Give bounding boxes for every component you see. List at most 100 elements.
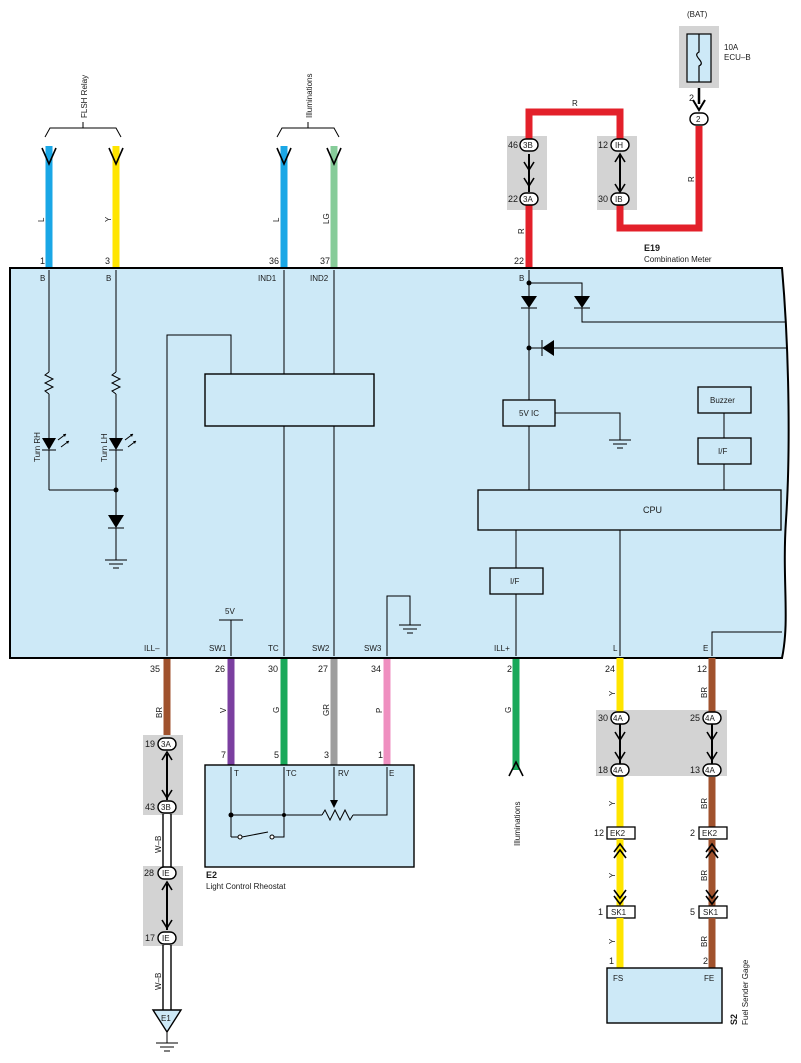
wire-color-code: BR bbox=[700, 687, 709, 698]
pin-number: 35 bbox=[150, 664, 160, 674]
wire-color-code: GR bbox=[322, 704, 331, 716]
wb-wire-1 bbox=[162, 814, 172, 867]
connector-label: EK2 bbox=[610, 829, 626, 838]
fuel-sender-gage: 1 2 FS FE S2 Fuel Sender Gage bbox=[606, 956, 750, 1025]
terminal-label: SW2 bbox=[312, 644, 330, 653]
battery-fuse: (BAT) 10A ECU–B 2 2 bbox=[679, 10, 751, 126]
pin-number: 24 bbox=[605, 664, 615, 674]
pin-number: 19 bbox=[145, 739, 155, 749]
wire-color-code: Y bbox=[608, 872, 617, 878]
if-bottom-label: I/F bbox=[510, 577, 519, 586]
connector-label: IE bbox=[162, 869, 170, 878]
bottom-wires: Illuminations bbox=[163, 658, 524, 846]
pin-number: 13 bbox=[690, 765, 700, 775]
pin-number: 27 bbox=[318, 664, 328, 674]
connector-label: 3B bbox=[523, 141, 533, 150]
light-control-rheostat: 7 5 3 1 T TC RV E E2 Light Control Rheos… bbox=[204, 750, 415, 891]
right-sender-chain: 4A 30 4A 18 4A 25 4A 13 Y BR EK2 12 EK2 … bbox=[594, 658, 728, 968]
pin-number: 22 bbox=[508, 194, 518, 204]
pin-number: 34 bbox=[371, 664, 381, 674]
terminal-label: E bbox=[389, 769, 394, 778]
terminal-label: RV bbox=[338, 769, 350, 778]
terminal-label: ILL– bbox=[144, 644, 160, 653]
battery-label: (BAT) bbox=[687, 10, 708, 19]
pin-number: 2 bbox=[507, 664, 512, 674]
wire-color-code: Y bbox=[608, 690, 617, 696]
pin-number: 2 bbox=[689, 93, 694, 103]
ground-icon bbox=[609, 439, 631, 449]
cpu-label: CPU bbox=[643, 505, 662, 515]
terminal-label: B bbox=[519, 274, 524, 283]
wire-top-2: Y 3 bbox=[104, 146, 124, 268]
connector-label: EK2 bbox=[702, 829, 718, 838]
meter-name: Combination Meter bbox=[644, 255, 712, 264]
pin-number: 1 bbox=[40, 256, 45, 266]
wire-color-code: BR bbox=[700, 870, 709, 881]
connector-label: 2 bbox=[696, 115, 701, 124]
terminal-label: E bbox=[703, 644, 708, 653]
resistor-icon bbox=[321, 808, 354, 822]
pin-number: 18 bbox=[598, 765, 608, 775]
wire-color-code: W–B bbox=[154, 973, 163, 990]
rheostat-name: Light Control Rheostat bbox=[206, 882, 286, 891]
terminal-label: TC bbox=[286, 769, 297, 778]
if-top-label: I/F bbox=[718, 447, 727, 456]
pin-number: 22 bbox=[514, 256, 524, 266]
wire-color-code: L bbox=[272, 217, 281, 222]
diode-icon bbox=[521, 296, 537, 308]
diode-icon bbox=[542, 340, 554, 356]
illuminations-bottom-label: Illuminations bbox=[513, 802, 522, 846]
ground-icon bbox=[156, 1042, 178, 1052]
pin-number: 12 bbox=[697, 664, 707, 674]
pin-number: 36 bbox=[269, 256, 279, 266]
pin-number: 7 bbox=[221, 750, 226, 760]
diode-icon bbox=[574, 296, 590, 308]
pin-number: 37 bbox=[320, 256, 330, 266]
pin-number: 25 bbox=[690, 713, 700, 723]
connector-label: 4A bbox=[613, 766, 623, 775]
wire-color-code: R bbox=[687, 176, 696, 182]
pin-number: 43 bbox=[145, 802, 155, 812]
connector-label: IB bbox=[615, 195, 623, 204]
ground-point-label: E1 bbox=[161, 1014, 171, 1023]
wire-color-code: R bbox=[572, 99, 578, 108]
pin-number: 17 bbox=[145, 933, 155, 943]
pin-number: 30 bbox=[268, 664, 278, 674]
ground-icon bbox=[105, 559, 127, 569]
wire-color-code: P bbox=[375, 708, 384, 713]
red-power-route: 3B 46 3A 22 IH 12 IB 30 R R R 22 E19 Com… bbox=[507, 99, 712, 270]
ground-point-icon bbox=[151, 1009, 183, 1034]
terminal-label: T bbox=[234, 769, 239, 778]
wire-color-code: W–B bbox=[154, 836, 163, 853]
wire-color-code: V bbox=[219, 707, 228, 713]
connector-label: IH bbox=[615, 141, 623, 150]
pin-number: 3 bbox=[105, 256, 110, 266]
terminal-label: FS bbox=[613, 974, 623, 983]
connector-label: 3A bbox=[161, 740, 171, 749]
connector-label: 3B bbox=[161, 803, 171, 812]
wire-color-code: Y bbox=[608, 938, 617, 944]
connector-label: SK1 bbox=[703, 908, 719, 917]
diode-icon bbox=[108, 515, 124, 528]
pin-number: 3 bbox=[324, 750, 329, 760]
wire-color-code: BR bbox=[155, 707, 164, 718]
flsh-relay-label: FLSH Relay bbox=[80, 75, 89, 118]
fuse-icon bbox=[696, 34, 702, 82]
flsh-relay-group: FLSH Relay bbox=[44, 75, 122, 138]
pin-number: 28 bbox=[144, 868, 154, 878]
connector-label: 3A bbox=[523, 195, 533, 204]
illuminations-top-label: Illuminations bbox=[305, 74, 314, 118]
buzzer-label: Buzzer bbox=[710, 396, 735, 405]
indicator-block bbox=[204, 373, 375, 427]
left-ground-chain: 3A 19 3B 43 W–B IE 28 IE 17 W–B E1 bbox=[143, 735, 183, 1052]
ic-label: 5V IC bbox=[519, 409, 539, 418]
wire-top-4: LG 37 bbox=[320, 146, 342, 268]
led-lh-icon bbox=[109, 438, 123, 450]
combination-meter-panel: B B IND1 IND2 B Turn RH Turn LH bbox=[9, 267, 790, 659]
connector-label: 4A bbox=[613, 714, 623, 723]
pin-number: 2 bbox=[690, 828, 695, 838]
terminal-label: FE bbox=[704, 974, 714, 983]
pin-number: 1 bbox=[609, 956, 614, 966]
